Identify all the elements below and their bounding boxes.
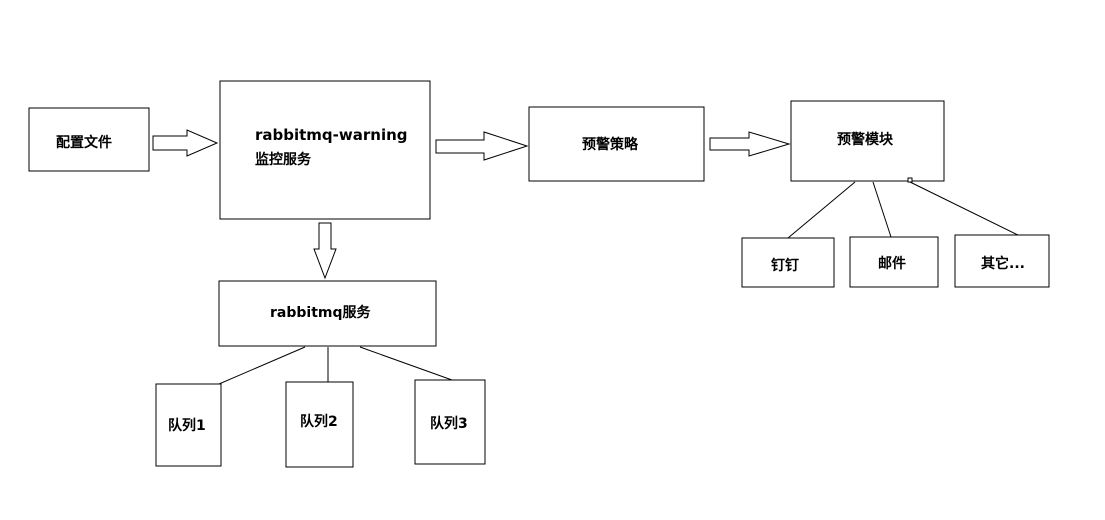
connector-handle [907,177,913,183]
queue2-label: 队列2 [300,413,338,430]
arrow-monitor-to-strategy [435,131,529,161]
email-label: 邮件 [878,255,906,272]
other-label: 其它... [981,255,1025,272]
queue1-label: 队列1 [168,417,206,434]
alert-module-label: 预警模块 [837,131,894,148]
queue1-box [155,383,222,467]
alert-module-box [790,100,945,182]
config-file-box [28,107,150,172]
monitor-service-label-line1: rabbitmq-warning [255,126,408,144]
dingtalk-label: 钉钉 [771,257,799,274]
queue3-box [414,379,486,465]
connector-module-other [909,181,1019,236]
email-box [849,236,939,288]
arrow-config-to-monitor [152,129,219,157]
connector-module-dingtalk [787,181,856,239]
config-file-label: 配置文件 [56,134,112,151]
dingtalk-box [741,237,835,288]
connector-rabbitmq-queue1 [218,346,306,385]
queue2-box [285,381,354,468]
connector-rabbitmq-queue3 [359,346,453,381]
rabbitmq-service-label: rabbitmq服务 [270,304,371,321]
queue3-label: 队列3 [430,415,468,432]
connector-module-email [872,181,892,238]
monitor-service-box [219,80,431,220]
arrow-monitor-to-rabbitmq [313,222,337,280]
alert-strategy-label: 预警策略 [582,136,639,153]
rabbitmq-service-box [218,280,437,347]
alert-strategy-box [528,106,705,182]
arrow-strategy-to-module [709,131,791,157]
other-box [954,234,1050,288]
monitor-service-label-line2: 监控服务 [255,151,312,168]
